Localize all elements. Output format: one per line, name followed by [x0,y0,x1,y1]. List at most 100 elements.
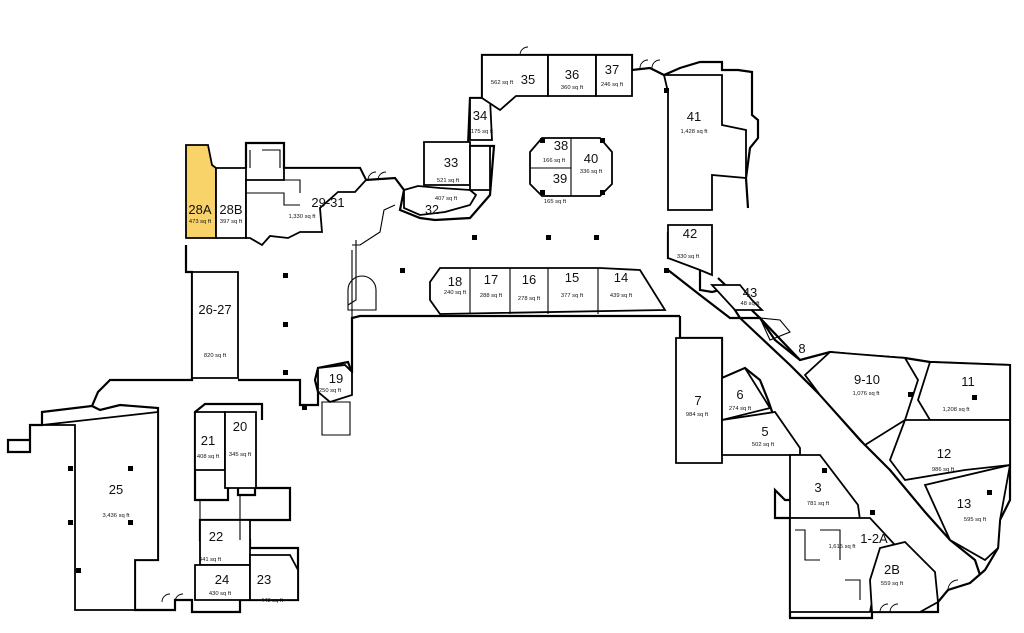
unit-38-number: 38 [554,138,568,153]
unit-19-area: 250 sq ft [319,388,342,394]
unit-33[interactable] [423,141,491,191]
unit-32-number: 32 [425,203,439,217]
unit-35-number: 35 [521,72,535,87]
unit-20-number: 20 [233,419,247,434]
unit-3-area: 781 sq ft [807,501,830,507]
unit-19[interactable] [317,364,353,436]
unit-40-area: 336 sq ft [580,169,603,175]
unit-24-area: 430 sq ft [209,591,232,597]
unit-8-number: 8 [798,341,805,356]
unit-2b-area: 559 sq ft [881,581,904,587]
unit-11-number: 11 [961,374,975,389]
unit-13-number: 13 [957,496,971,511]
unit-32[interactable] [403,185,478,216]
unit-15-number: 15 [565,270,579,285]
unit-2b-number: 2B [884,562,900,577]
unit-14-number: 14 [614,270,628,285]
unit-7-area: 984 sq ft [686,412,709,418]
unit-36-area: 360 sq ft [561,85,584,91]
unit-39-number: 39 [553,171,567,186]
unit-5-number: 5 [761,424,768,439]
unit-26-27[interactable] [191,271,239,379]
unit-33-number: 33 [444,155,458,170]
unit-18-area: 240 sq ft [444,290,467,296]
unit-6-area: 274 sq ft [729,406,752,412]
unit-6[interactable] [721,366,772,422]
unit-13[interactable] [923,463,1012,562]
unit-41[interactable] [662,74,747,211]
unit-37-number: 37 [605,62,619,77]
unit-16-number: 16 [522,272,536,287]
unit-21-number: 21 [201,433,215,448]
unit-22-area: 441 sq ft [199,557,222,563]
unit-25[interactable] [41,410,159,611]
unit-42-number: 42 [683,226,697,241]
unit-9-10-number: 9-10 [854,372,880,387]
unit-20-area: 345 sq ft [229,452,252,458]
unit-11-area: 1,208 sq ft [942,407,969,413]
unit-17-area: 288 sq ft [480,293,503,299]
unit-26-27-area: 820 sq ft [204,353,227,359]
unit-43[interactable] [709,284,765,311]
unit-5-area: 502 sq ft [752,442,775,448]
structural-columns [68,88,992,573]
unit-2b[interactable] [869,541,939,613]
unit-28a-number: 28A [188,202,211,217]
unit-15-area: 377 sq ft [561,293,584,299]
unit-7-number: 7 [694,393,701,408]
unit-23-area: 448 sq ft [261,598,284,604]
unit-36-number: 36 [565,67,579,82]
unit-23[interactable] [249,554,299,601]
unit-13-area: 595 sq ft [964,517,987,523]
unit-18-number: 18 [448,274,462,289]
unit-12-area: 986 sq ft [932,467,955,473]
unit-9-10[interactable] [803,351,919,447]
unit-40-number: 40 [584,151,598,166]
unit-33-area: 521 sq ft [437,178,460,184]
interior-details [199,149,861,600]
unit-41-number: 41 [687,109,701,124]
unit-42-area: 330 sq ft [677,254,700,260]
unit-1-2a-number: 1-2A [860,531,888,546]
unit-25-area: 3,436 sq ft [102,513,129,519]
unit-35-area: 562 sq ft [491,80,514,86]
unit-20[interactable] [224,411,257,489]
unit-14-area: 439 sq ft [610,293,633,299]
unit-23-number: 23 [257,572,271,587]
unit-21-area: 408 sq ft [197,454,220,460]
unit-28b-area: 397 sq ft [220,219,243,225]
unit-19-number: 19 [329,371,343,386]
unit-29-31-number: 29-31 [311,195,344,210]
unit-24-number: 24 [215,572,229,587]
unit-29-31[interactable] [245,167,368,247]
unit-41-area: 1,428 sq ft [680,129,707,135]
unit-34-number: 34 [473,108,487,123]
unit-17-number: 17 [484,272,498,287]
unit-7[interactable] [675,337,723,464]
unit-37[interactable] [595,54,633,97]
unit-43-area: 48 sq ft [740,301,759,307]
unit-3[interactable] [789,454,862,521]
unit-5[interactable] [721,411,801,456]
unit-labels: 28A 473 sq ft 28B 397 sq ft 29-31 1,330 … [102,62,986,604]
unit-26-27-number: 26-27 [198,302,231,317]
unit-42[interactable] [667,224,713,277]
unit-22-number: 22 [209,529,223,544]
unit-18-14-row[interactable] [429,267,667,315]
unit-39-area: 165 sq ft [544,199,567,205]
unit-32-area: 407 sq ft [435,196,458,202]
unit-16-area: 278 sq ft [518,296,541,302]
unit-28b-number: 28B [219,202,242,217]
unit-3-number: 3 [814,480,821,495]
unit-29-31-area: 1,330 sq ft [288,214,315,220]
unit-12[interactable] [888,419,1011,481]
unit-12-number: 12 [937,446,951,461]
unit-6-number: 6 [736,387,743,402]
unit-38-area: 166 sq ft [543,158,566,164]
unit-37-area: 246 sq ft [601,82,624,88]
unit-1-2a-area: 1,615 sq ft [828,544,855,550]
unit-38-39-40-kiosk[interactable] [529,137,613,197]
unit-28a-area: 473 sq ft [189,219,212,225]
unit-43-number: 43 [743,285,757,300]
